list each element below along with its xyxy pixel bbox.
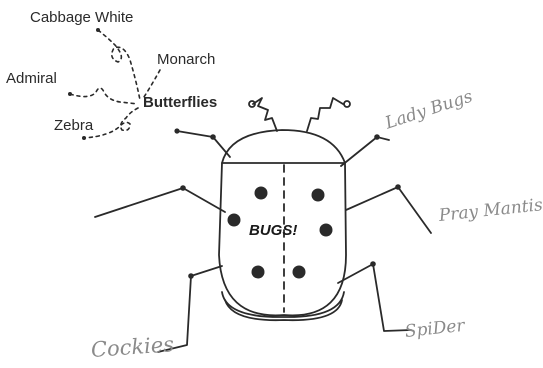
butterfly-label-cabbage-white: Cabbage White	[30, 9, 133, 26]
beetle-spot	[312, 189, 325, 202]
left-antenna-tip	[249, 101, 255, 107]
beetle-spot	[293, 266, 306, 279]
admiral-path	[70, 88, 138, 104]
butterfly-label-monarch: Monarch	[157, 51, 215, 68]
right-antenna-tip	[344, 101, 350, 107]
leg-rear-right	[338, 264, 411, 331]
butterfly-label-zebra: Zebra	[54, 117, 93, 134]
cabbage-white-path	[98, 30, 140, 100]
beetle-spot	[252, 266, 265, 279]
beetle-head	[222, 130, 345, 163]
beetle-spot	[255, 187, 268, 200]
leg-mid-right	[346, 187, 431, 233]
center-label: BUGS!	[249, 222, 297, 239]
leg-mid-left	[95, 188, 225, 217]
beetle-spot	[320, 224, 333, 237]
beetle-shell	[219, 163, 346, 315]
leg-front-right	[341, 137, 389, 166]
right-antenna	[307, 98, 343, 131]
left-antenna	[253, 98, 277, 131]
beetle-spot	[228, 214, 241, 227]
leg-joints	[174, 128, 400, 278]
butterflies-heading: Butterflies	[143, 94, 217, 111]
butterfly-label-admiral: Admiral	[6, 70, 57, 87]
leg-front-left	[177, 131, 230, 157]
